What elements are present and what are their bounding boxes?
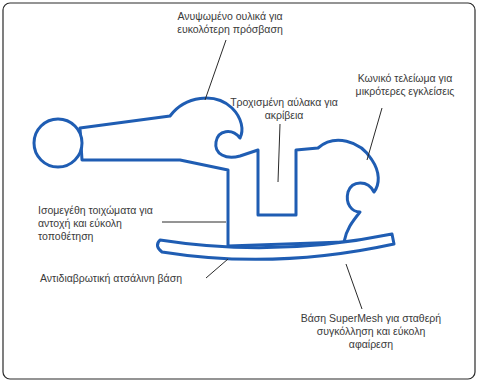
leader-line: [205, 40, 226, 100]
leader-line: [346, 264, 362, 309]
callout-label: Ισομεγέθη τοιχώματα για αντοχή και εύκολ…: [38, 204, 160, 243]
bracket-body: [80, 98, 378, 246]
mesh-base: [157, 234, 394, 259]
callout-label: Τροχισμένη αύλακα για ακρίβεια: [228, 96, 340, 122]
callout-label: Βάση SuperMesh για σταθερή συγκόλληση κα…: [296, 312, 446, 351]
callout-label: Αντιδιαβρωτική ατσάλινη βάση: [40, 272, 208, 285]
leader-line: [367, 108, 382, 160]
frame-border: [3, 3, 475, 379]
hook-ball: [34, 119, 82, 167]
callout-label: Κωνικό τελείωμα για μικρότερες εγκλείσει…: [340, 72, 470, 98]
leader-line: [206, 259, 228, 278]
leader-line: [278, 124, 280, 182]
leader-line: [162, 222, 226, 223]
callout-label: Ανυψωμένο ουλικά για ευκολότερη πρόσβαση: [160, 10, 300, 36]
